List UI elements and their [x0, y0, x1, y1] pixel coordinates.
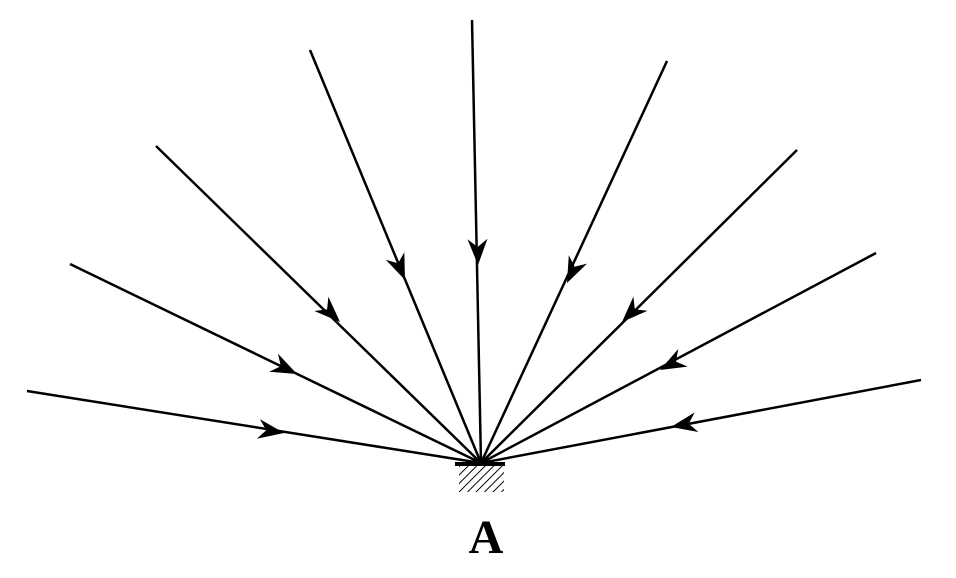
arrowhead-icon — [256, 419, 284, 439]
point-label: A — [469, 511, 504, 564]
hatched-support-icon — [455, 462, 505, 492]
ray-4 — [308, 49, 483, 464]
ray-9 — [480, 378, 922, 465]
ray-5 — [470, 19, 483, 464]
arrowhead-icon — [622, 296, 648, 322]
ray-8 — [480, 251, 877, 465]
ray-2 — [69, 262, 482, 465]
arrowhead-icon — [567, 255, 587, 283]
arrowhead-icon — [269, 353, 297, 374]
arrowhead-icon — [314, 296, 340, 322]
rays-group — [26, 19, 922, 465]
arrowhead-icon — [660, 349, 688, 370]
ray-6 — [479, 60, 669, 464]
arrowhead-icon — [385, 252, 405, 280]
ray-7 — [480, 149, 798, 464]
ray-1 — [26, 389, 482, 465]
arrowhead-icon — [671, 412, 699, 432]
arrowhead-icon — [467, 238, 488, 265]
ray-3 — [155, 145, 482, 464]
